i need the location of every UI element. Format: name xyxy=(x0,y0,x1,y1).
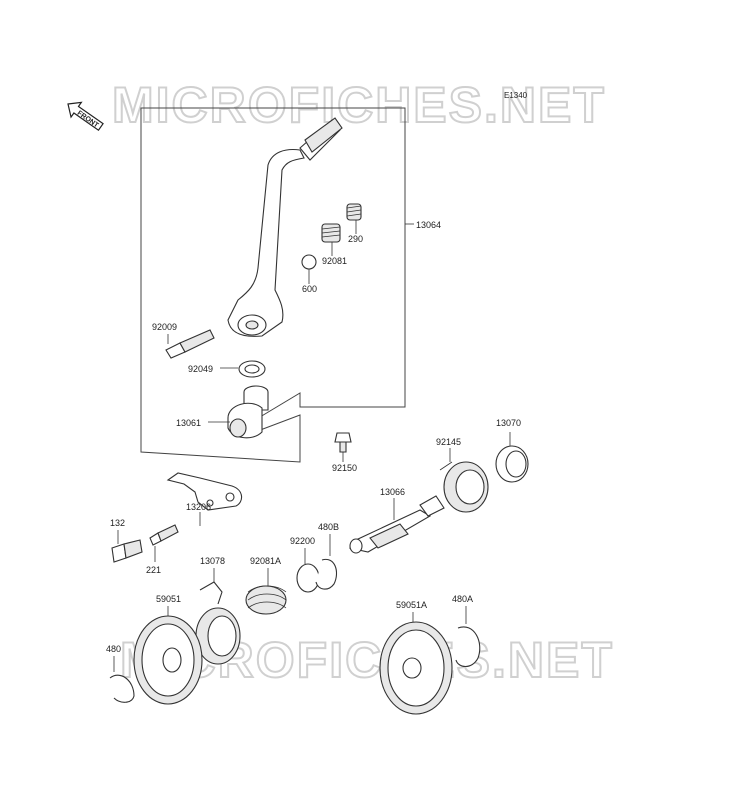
kick-pedal-lever xyxy=(227,117,343,337)
label-480: 480 xyxy=(106,644,121,654)
label-13078: 13078 xyxy=(200,556,225,566)
guide-13206 xyxy=(166,472,243,511)
label-92049: 92049 xyxy=(188,364,213,374)
label-221: 221 xyxy=(146,565,161,575)
circlip-480B xyxy=(315,558,338,590)
bolt-92009 xyxy=(165,329,215,359)
gear-59051 xyxy=(133,615,203,705)
label-480B: 480B xyxy=(318,522,339,532)
gear-59051A xyxy=(379,621,453,715)
label-13061: 13061 xyxy=(176,418,201,428)
bolt-221 xyxy=(149,524,179,546)
collar-13070 xyxy=(495,445,529,483)
label-132: 132 xyxy=(110,518,125,528)
label-92200: 92200 xyxy=(290,536,315,546)
diagram-code: E1340 xyxy=(504,91,528,100)
label-480A: 480A xyxy=(452,594,473,604)
label-92150: 92150 xyxy=(332,463,357,473)
spring-92081A xyxy=(245,585,287,615)
spring-92145 xyxy=(439,461,489,513)
shaft-13066 xyxy=(349,495,445,554)
ratchet-gear-13078 xyxy=(195,581,241,665)
washer-92200 xyxy=(296,563,320,593)
label-13064: 13064 xyxy=(416,220,441,230)
label-92081A: 92081A xyxy=(250,556,281,566)
label-92009: 92009 xyxy=(152,322,177,332)
boss-13061 xyxy=(227,385,269,439)
label-600: 600 xyxy=(302,284,317,294)
label-92145: 92145 xyxy=(436,437,461,447)
label-92081: 92081 xyxy=(322,256,347,266)
ball-600 xyxy=(301,254,317,270)
label-59051A: 59051A xyxy=(396,600,427,610)
washer-92049 xyxy=(238,360,266,378)
spring-290 xyxy=(346,203,362,221)
label-13066: 13066 xyxy=(380,487,405,497)
front-arrow-icon: FRONT xyxy=(67,101,104,132)
label-13206: 13206 xyxy=(186,502,211,512)
circlip-480 xyxy=(109,674,135,703)
watermark-top: MICROFICHES.NET xyxy=(112,77,606,133)
bolt-92150 xyxy=(334,432,352,453)
label-13070: 13070 xyxy=(496,418,521,428)
circlip-480A xyxy=(455,626,481,668)
leader-lines xyxy=(113,220,511,672)
bolt-132 xyxy=(111,539,143,563)
label-290: 290 xyxy=(348,234,363,244)
spring-92081 xyxy=(321,223,341,243)
label-59051: 59051 xyxy=(156,594,181,604)
